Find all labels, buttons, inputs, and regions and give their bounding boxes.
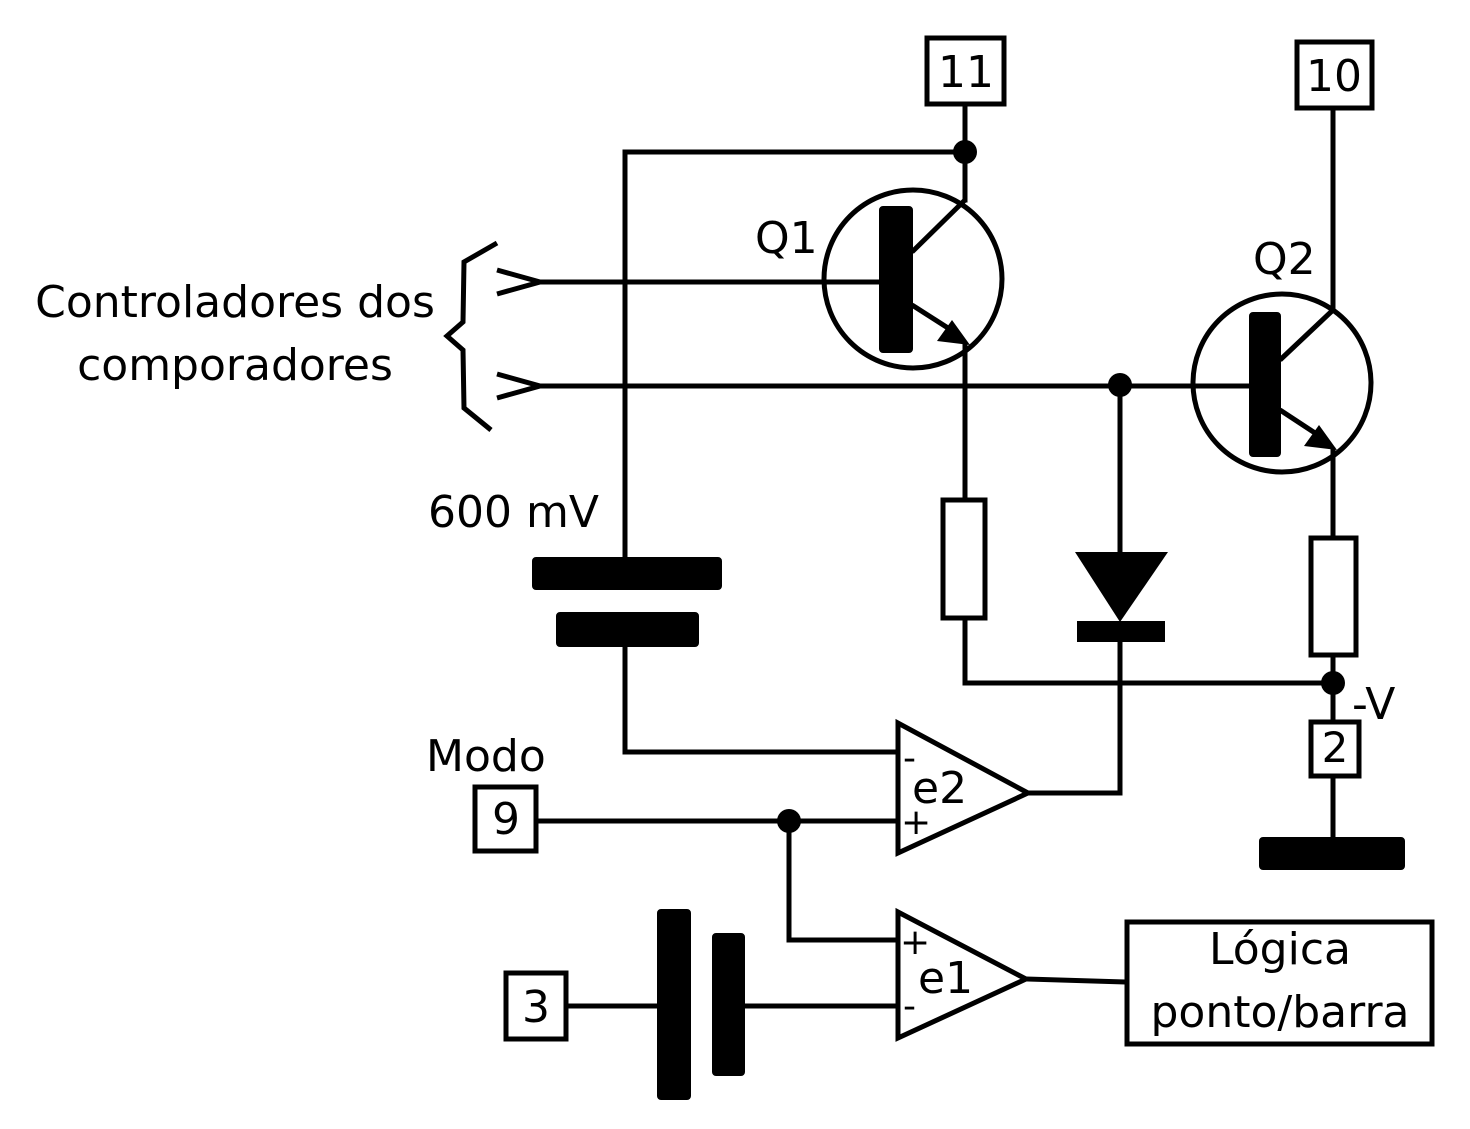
battery-plate-long <box>532 557 722 590</box>
diode-bar-icon <box>1077 621 1165 642</box>
junction-dot-negv <box>1321 671 1345 695</box>
transistor-q1-base-bar <box>879 206 913 353</box>
wires <box>533 101 1336 1009</box>
pin-2-label: 2 <box>1322 723 1349 772</box>
transistor-q2-emitter-arrow-icon <box>1304 425 1337 450</box>
wire-resistor1-to-negv <box>962 615 1336 686</box>
resistor-q1 <box>940 497 988 621</box>
input-brace <box>443 240 550 432</box>
mode-label: Modo <box>426 731 546 782</box>
comparator-e2: - e2 + <box>895 718 1034 857</box>
pin-9-label: 9 <box>492 794 520 845</box>
battery-plate-short <box>556 612 699 647</box>
logic-block-box <box>1124 919 1435 1047</box>
logic-block-line2: ponto/barra <box>1151 987 1410 1038</box>
q2-label: Q2 <box>1253 234 1316 285</box>
reference-plate-short <box>712 933 745 1076</box>
pin-2-box <box>1308 719 1362 779</box>
pin-10: 10 <box>1294 39 1375 111</box>
comparator-e1-plus-sign: + <box>900 922 930 963</box>
transistor-q1-collector <box>910 198 967 254</box>
transistor-q2-collector <box>1278 308 1335 362</box>
pin-11-label: 11 <box>938 47 994 98</box>
junction-dot-pin11 <box>953 140 977 164</box>
junction-dot-pin9 <box>777 809 801 833</box>
pin-2: 2 <box>1308 719 1362 779</box>
pin-11-box <box>924 35 1007 107</box>
diode <box>1075 552 1168 642</box>
transistor-q2-base-bar <box>1249 312 1281 457</box>
comparator-e1-minus-sign: - <box>903 986 916 1027</box>
input-arrow-icon-1 <box>496 267 550 297</box>
pin-3-label: 3 <box>522 982 550 1033</box>
wire-e1-to-logic <box>1023 976 1130 985</box>
wire-diode-to-e2-output <box>1025 638 1123 796</box>
transistor-q1-emitter <box>910 302 950 331</box>
transistor-q1 <box>821 187 1005 371</box>
q1-label: Q1 <box>755 213 818 264</box>
diode-triangle-icon <box>1075 552 1168 622</box>
transistor-q2 <box>1190 291 1374 475</box>
input-label-line1: Controladores dos <box>35 277 435 328</box>
comparator-e2-body <box>895 718 1034 857</box>
logic-block-line1: Lógica <box>1209 924 1351 975</box>
resistor-q2 <box>1308 535 1359 658</box>
logic-block: Lógica ponto/barra <box>1124 919 1435 1047</box>
pin-10-label: 10 <box>1306 51 1362 102</box>
transistor-q1-emitter-arrow-icon <box>937 320 970 345</box>
wire-battery-to-e2-minus <box>622 643 901 755</box>
input-label-line2: comporadores <box>77 340 393 391</box>
reference-battery <box>657 909 745 1100</box>
pin-11: 11 <box>924 35 1007 107</box>
pin-3: 3 <box>503 970 569 1042</box>
battery-600mv <box>532 557 722 647</box>
junction-dot-q2-base <box>1108 373 1132 397</box>
comparator-e2-minus-sign: - <box>903 738 916 779</box>
transistor-q2-emitter <box>1278 407 1317 436</box>
comparator-e2-plus-sign: + <box>901 802 931 843</box>
ground-symbol-icon <box>1259 837 1405 870</box>
pin-9: 9 <box>472 784 539 854</box>
reference-plate-long <box>657 909 691 1100</box>
wire-junction-to-e1-plus <box>786 818 901 943</box>
comparator-e1: + e1 - <box>895 907 1032 1042</box>
transistor-q1-body <box>821 187 1005 371</box>
wire-top-to-battery <box>622 149 968 561</box>
input-arrow-icon-2 <box>496 371 550 401</box>
transistor-q2-body <box>1190 291 1374 475</box>
pin-9-box <box>472 784 539 854</box>
pin-10-box <box>1294 39 1375 111</box>
battery-voltage-label: 600 mV <box>428 487 599 538</box>
junctions <box>777 140 1345 833</box>
comparator-e1-body <box>895 907 1032 1042</box>
comparator-e2-label: e2 <box>912 763 967 814</box>
negative-supply-label: -V <box>1352 679 1395 730</box>
pin-3-box <box>503 970 569 1042</box>
curly-brace-icon <box>443 240 499 432</box>
comparator-e1-label: e1 <box>918 953 973 1004</box>
